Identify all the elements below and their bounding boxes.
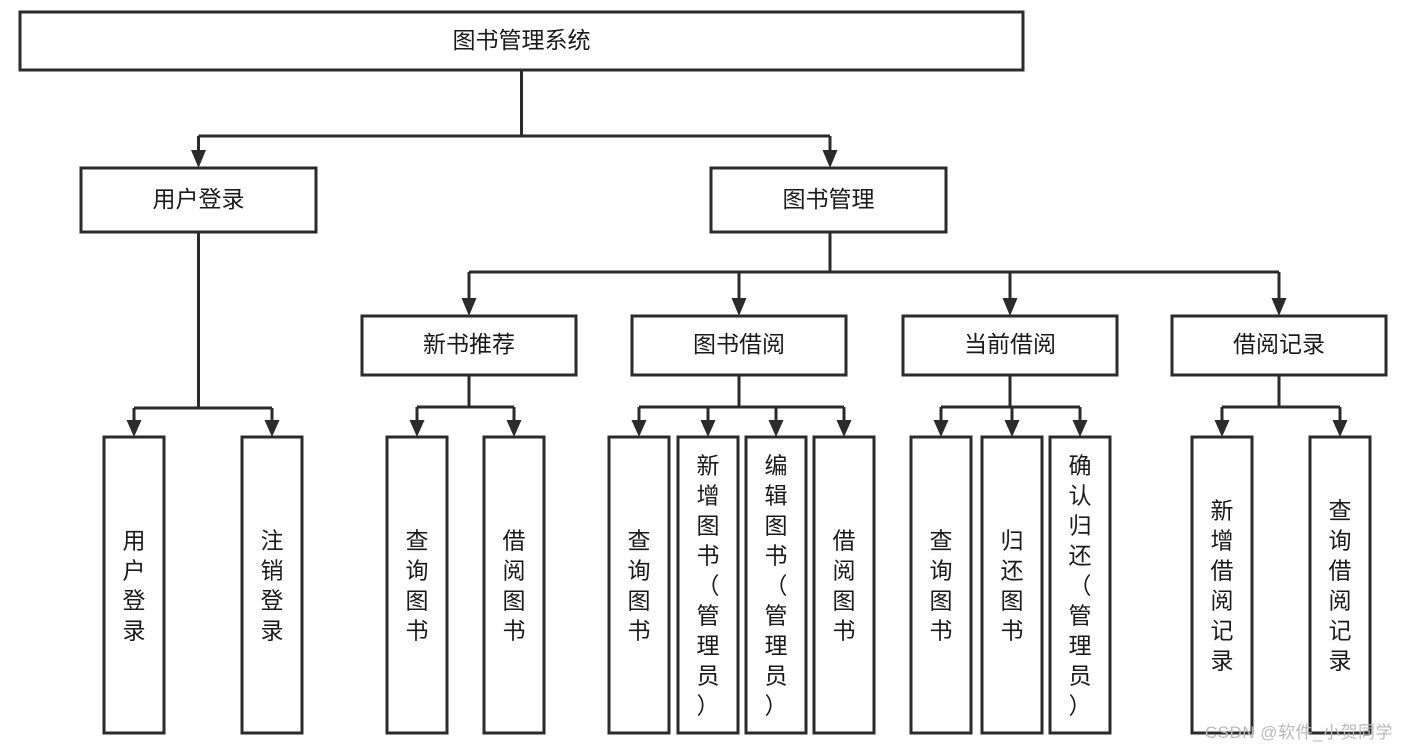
leaf-node-leaf-add-book-admin[interactable]: 新增图书（管理员）: [676, 435, 740, 735]
leaf-node-label: 注销登录: [261, 527, 284, 643]
arrow-to-leaf-borrow-book-2: [836, 420, 852, 437]
connector-group-root: [191, 70, 838, 168]
connector-group-user-login: [126, 232, 280, 437]
arrow-to-book-manage: [822, 150, 838, 168]
arrow-to-book-borrow: [731, 298, 747, 316]
leaf-node-box[interactable]: [102, 435, 166, 735]
leaf-node-box[interactable]: [607, 435, 671, 735]
arrow-to-leaf-logout: [264, 420, 280, 437]
node-book-manage-label: 图书管理: [783, 186, 875, 212]
node-new-book-recommend-box[interactable]: [360, 314, 578, 377]
node-user-login-label: 用户登录: [153, 186, 245, 212]
arrow-to-leaf-query-book-1: [409, 420, 425, 437]
arrow-to-leaf-return-book: [1004, 420, 1020, 437]
leaf-node-label: 查询图书: [406, 527, 429, 643]
leaf-node-box[interactable]: [1190, 435, 1254, 735]
node-current-borrow[interactable]: 当前借阅: [901, 314, 1119, 377]
arrow-to-leaf-edit-book-admin: [768, 420, 784, 437]
leaf-node-leaf-query-borrow-record[interactable]: 查询借阅记录: [1308, 435, 1372, 735]
leaf-node-box[interactable]: [1048, 435, 1112, 735]
leaf-node-leaf-borrow-book-1[interactable]: 借阅图书: [482, 435, 546, 735]
connector-group-new-book-recommend: [409, 375, 522, 437]
leaf-node-label: 查询借阅记录: [1329, 497, 1352, 673]
node-book-manage[interactable]: 图书管理: [709, 166, 948, 234]
node-root[interactable]: 图书管理系统: [18, 10, 1025, 72]
arrow-to-leaf-add-book-admin: [700, 420, 716, 437]
leaf-node-box[interactable]: [482, 435, 546, 735]
arrow-to-current-borrow: [1002, 298, 1018, 316]
arrow-to-leaf-borrow-book-1: [506, 420, 522, 437]
node-book-borrow[interactable]: 图书借阅: [630, 314, 848, 377]
node-root-label: 图书管理系统: [453, 27, 591, 53]
leaf-node-box[interactable]: [385, 435, 449, 735]
node-root-box[interactable]: [18, 10, 1025, 72]
leaf-node-label: 新增借阅记录: [1211, 497, 1234, 673]
node-user-login[interactable]: 用户登录: [79, 166, 318, 234]
leaf-node-box[interactable]: [1308, 435, 1372, 735]
leaf-node-label: 确认归还（管理员）: [1069, 452, 1092, 718]
leaf-node-label: 归还图书: [1001, 527, 1024, 643]
arrow-to-leaf-query-borrow-record: [1332, 420, 1348, 437]
arrow-to-leaf-query-book-2: [631, 420, 647, 437]
leaf-node-leaf-query-book-3[interactable]: 查询图书: [909, 435, 973, 735]
node-book-manage-box[interactable]: [709, 166, 948, 234]
arrow-to-leaf-query-book-3: [933, 420, 949, 437]
leaf-node-leaf-add-borrow-record[interactable]: 新增借阅记录: [1190, 435, 1254, 735]
leaf-node-label: 借阅图书: [833, 527, 856, 643]
node-current-borrow-box[interactable]: [901, 314, 1119, 377]
arrow-to-leaf-user-login: [126, 420, 142, 437]
arrow-to-new-book-recommend: [461, 298, 477, 316]
leaf-node-leaf-edit-book-admin[interactable]: 编辑图书（管理员）: [744, 435, 808, 735]
leaf-node-box[interactable]: [812, 435, 876, 735]
node-borrow-record-label: 借阅记录: [1233, 331, 1325, 357]
leaf-node-box[interactable]: [744, 435, 808, 735]
arrow-to-leaf-confirm-return-admin: [1072, 420, 1088, 437]
arrow-to-borrow-record: [1271, 298, 1287, 316]
node-new-book-recommend-label: 新书推荐: [423, 331, 515, 357]
leaf-node-box[interactable]: [676, 435, 740, 735]
node-new-book-recommend[interactable]: 新书推荐: [360, 314, 578, 377]
connector-group-current-borrow: [933, 375, 1088, 437]
connector-group-book-manage: [461, 232, 1287, 316]
node-user-login-box[interactable]: [79, 166, 318, 234]
connector-group-borrow-record: [1214, 375, 1348, 437]
leaf-node-label: 查询图书: [930, 527, 953, 643]
leaf-node-layer: 用户登录 注销登录 查询图书 借阅图书 查询图书 新增图书（管理员） 编辑图书（管理员） 借阅…: [102, 435, 1372, 735]
leaf-node-leaf-logout[interactable]: 注销登录: [240, 435, 304, 735]
node-borrow-record[interactable]: 借阅记录: [1170, 314, 1388, 377]
arrow-to-user-login: [191, 150, 206, 168]
node-current-borrow-label: 当前借阅: [964, 331, 1056, 357]
leaf-node-box[interactable]: [909, 435, 973, 735]
connector-group-book-borrow: [631, 375, 852, 437]
leaf-node-leaf-user-login[interactable]: 用户登录: [102, 435, 166, 735]
node-book-borrow-box[interactable]: [630, 314, 848, 377]
leaf-node-label: 借阅图书: [503, 527, 526, 643]
leaf-node-leaf-borrow-book-2[interactable]: 借阅图书: [812, 435, 876, 735]
node-book-borrow-label: 图书借阅: [693, 331, 785, 357]
leaf-node-label: 编辑图书（管理员）: [765, 452, 788, 718]
leaf-node-label: 新增图书（管理员）: [697, 452, 720, 718]
leaf-node-label: 用户登录: [123, 527, 146, 643]
leaf-node-box[interactable]: [240, 435, 304, 735]
leaf-node-leaf-query-book-2[interactable]: 查询图书: [607, 435, 671, 735]
arrow-to-leaf-add-borrow-record: [1214, 420, 1230, 437]
leaf-node-label: 查询图书: [628, 527, 651, 643]
node-borrow-record-box[interactable]: [1170, 314, 1388, 377]
leaf-node-box[interactable]: [980, 435, 1044, 735]
leaf-node-leaf-query-book-1[interactable]: 查询图书: [385, 435, 449, 735]
csdn-watermark: CSDN @软件_小贺同学: [1204, 723, 1393, 742]
leaf-node-leaf-return-book[interactable]: 归还图书: [980, 435, 1044, 735]
leaf-node-leaf-confirm-return-admin[interactable]: 确认归还（管理员）: [1048, 435, 1112, 735]
